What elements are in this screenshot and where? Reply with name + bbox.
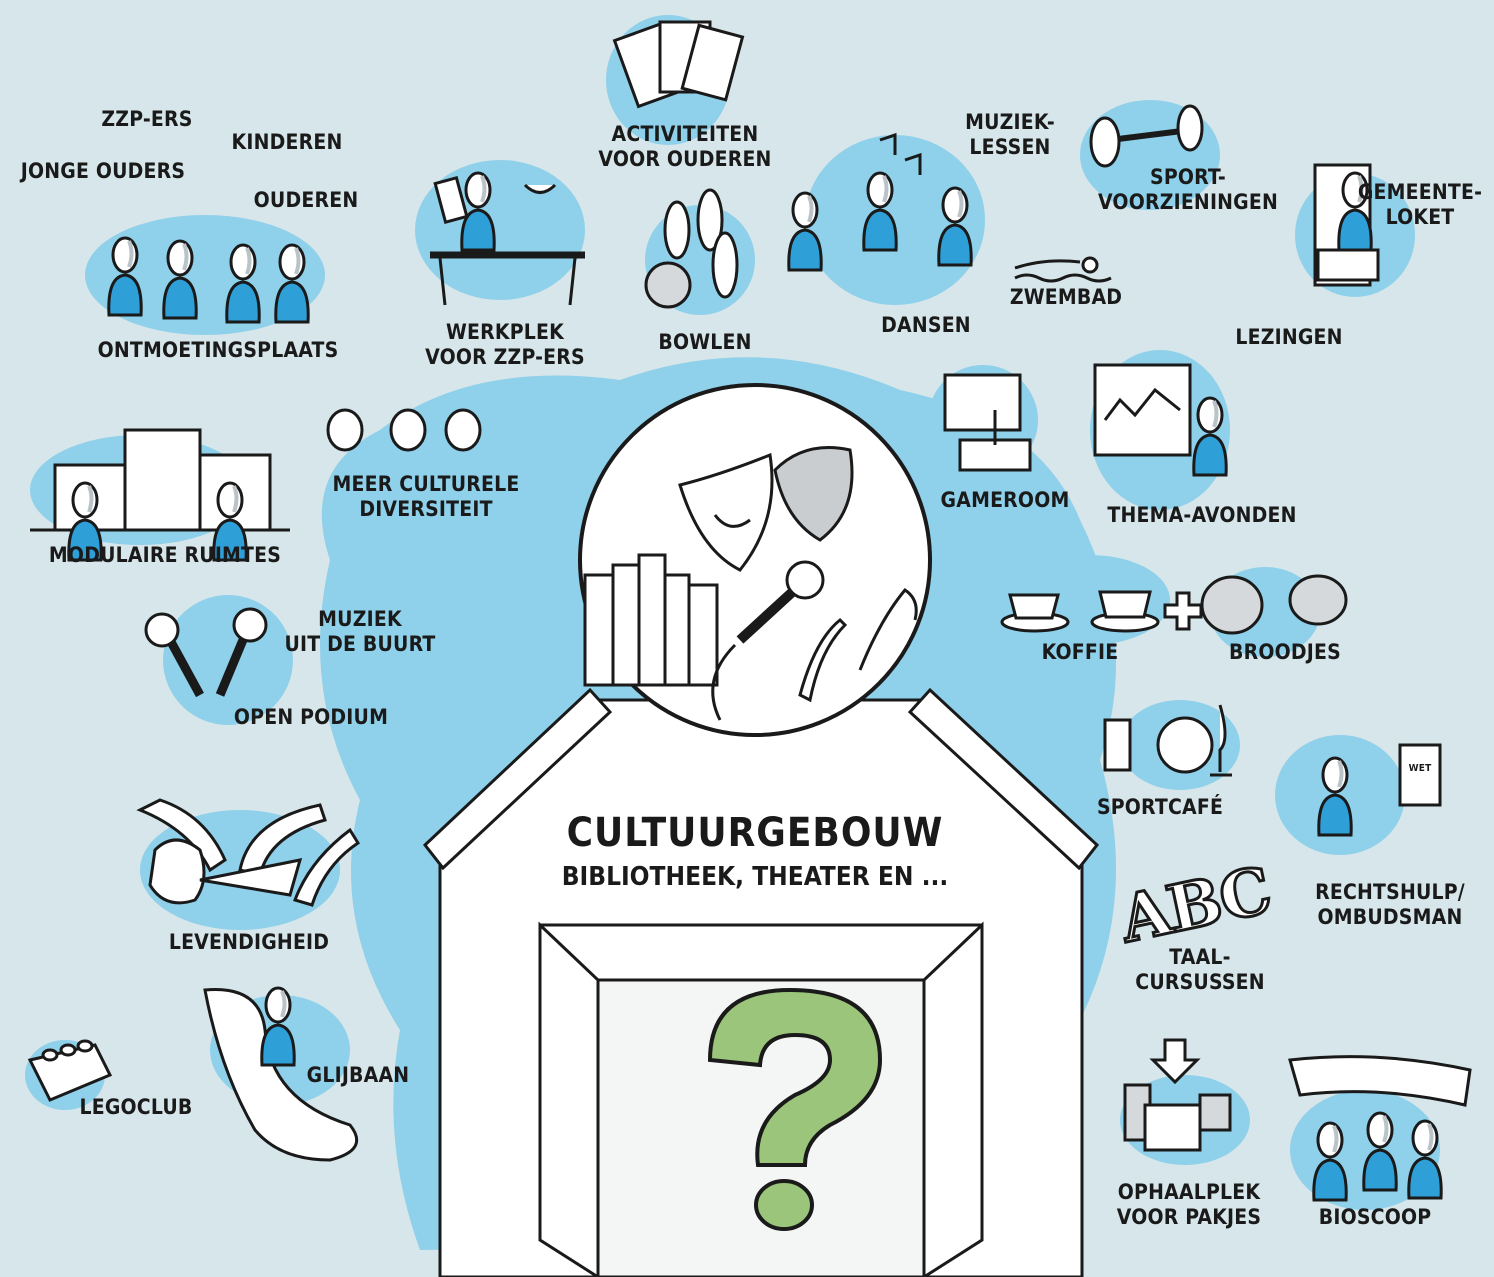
label-muzieklessen: MUZIEK- LESSEN bbox=[965, 110, 1055, 159]
sandwich-icon bbox=[1200, 574, 1348, 635]
label-ontmoetingsplaats: ONTMOETINGSPLAATS bbox=[97, 338, 339, 362]
label-koffie: KOFFIE bbox=[1041, 640, 1119, 664]
cards-icon bbox=[612, 20, 745, 109]
culture-circle bbox=[578, 383, 932, 737]
label-levendigheid: LEVENDIGHEID bbox=[168, 930, 330, 954]
building-subtitle: BIBLIOTHEEK, THEATER EN ... bbox=[561, 862, 949, 892]
label-kinderen: KINDEREN bbox=[231, 130, 343, 154]
masks-icon bbox=[678, 446, 854, 572]
microphone-icon bbox=[144, 607, 268, 698]
label-lezingen: LEZINGEN bbox=[1235, 325, 1343, 349]
faces-icon bbox=[326, 408, 482, 452]
label-legoclub: LEGOCLUB bbox=[79, 1095, 193, 1119]
desk-icon bbox=[430, 171, 585, 306]
coffee-icon bbox=[1000, 590, 1203, 633]
question-icon bbox=[707, 987, 883, 1231]
label-werkplek: WERKPLEK VOOR ZZP-ERS bbox=[425, 320, 585, 369]
house bbox=[422, 687, 1100, 1277]
label-gemeenteloket: GEMEENTE- LOKET bbox=[1357, 180, 1483, 229]
label-zzp-ers: ZZP-ERS bbox=[101, 107, 193, 131]
screen-icon bbox=[943, 373, 1032, 472]
label-modulaire-ruimtes: MODULAIRE RUIMTES bbox=[48, 543, 282, 567]
presenter-icon bbox=[1093, 363, 1229, 477]
label-activiteiten: ACTIVITEITEN VOOR OUDEREN bbox=[598, 122, 772, 171]
label-sportcafe: SPORTCAFÉ bbox=[1096, 795, 1224, 819]
arrows-icon bbox=[136, 798, 361, 907]
bowling-icon bbox=[644, 188, 739, 309]
books-icon bbox=[583, 553, 719, 687]
microphone-icon bbox=[711, 560, 825, 721]
label-diversiteit: MEER CULTURELE DIVERSITEIT bbox=[332, 472, 520, 521]
drinks-icon bbox=[1103, 704, 1232, 777]
judge-icon bbox=[1316, 743, 1442, 837]
notes-icon bbox=[798, 588, 918, 703]
label-sport: SPORT- VOORZIENINGEN bbox=[1097, 165, 1279, 214]
label-glijbaan: GLIJBAAN bbox=[306, 1063, 410, 1087]
counter-icon bbox=[1313, 163, 1380, 287]
label-wet: WET bbox=[1408, 763, 1432, 774]
label-dansen: DANSEN bbox=[881, 313, 971, 337]
label-rechtshulp: RECHTSHULP/ OMBUDSMAN bbox=[1315, 880, 1465, 929]
film-icon bbox=[1288, 1055, 1472, 1202]
building-title: CULTUURGEBOUW bbox=[566, 810, 944, 856]
lego-icon bbox=[27, 1039, 113, 1102]
label-muziek-buurt: MUZIEK UIT DE BUURT bbox=[284, 607, 436, 656]
label-ouderen: OUDEREN bbox=[253, 188, 359, 212]
label-taalcursussen: TAAL- CURSUSSEN bbox=[1135, 945, 1265, 994]
label-jonge-ouders: JONGE OUDERS bbox=[20, 159, 186, 183]
label-bioscoop: BIOSCOOP bbox=[1318, 1205, 1432, 1229]
dancers-icon bbox=[786, 132, 974, 272]
label-open-podium: OPEN PODIUM bbox=[233, 705, 389, 729]
label-zwembad: ZWEMBAD bbox=[1009, 285, 1123, 309]
dumbbell-icon bbox=[1089, 104, 1204, 168]
label-gameroom: GAMEROOM bbox=[940, 488, 1070, 512]
label-broodjes: BROODJES bbox=[1229, 640, 1341, 664]
label-thema-avonden: THEMA-AVONDEN bbox=[1107, 503, 1297, 527]
label-ophaalplek: OPHAALPLEK VOOR PAKJES bbox=[1116, 1180, 1262, 1229]
package-icon bbox=[1123, 1038, 1232, 1152]
swimmer-icon bbox=[1014, 256, 1112, 283]
rooms-icon bbox=[30, 428, 290, 562]
slide-icon bbox=[203, 986, 359, 1162]
label-bowlen: BOWLEN bbox=[658, 330, 752, 354]
